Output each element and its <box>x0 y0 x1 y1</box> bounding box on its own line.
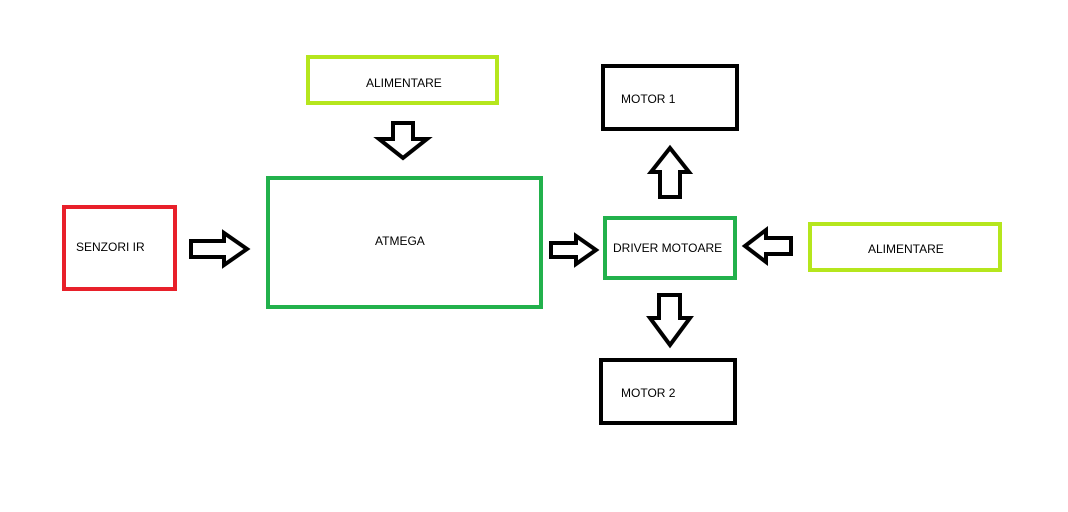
arrow-atmega-to-driver <box>549 232 600 268</box>
node-alimentare-right <box>808 222 1002 272</box>
arrow-alimentare-to-driver <box>741 225 793 267</box>
node-motor-1 <box>601 64 739 131</box>
node-alimentare-right-label: ALIMENTARE <box>868 242 944 256</box>
node-atmega-label: ATMEGA <box>375 234 425 248</box>
node-alimentare-top <box>306 55 499 105</box>
node-atmega <box>266 176 543 309</box>
node-motor-1-label: MOTOR 1 <box>621 92 676 106</box>
node-motor-2 <box>599 358 737 425</box>
arrow-driver-to-motor1 <box>646 144 694 199</box>
node-driver-motoare <box>603 216 737 280</box>
node-senzori-ir-label: SENZORI IR <box>76 240 145 254</box>
node-driver-motoare-label: DRIVER MOTOARE <box>613 241 723 255</box>
node-alimentare-top-label: ALIMENTARE <box>366 76 442 90</box>
arrow-senzori-to-atmega <box>189 229 251 269</box>
arrow-alimentare-to-atmega <box>373 121 433 161</box>
node-senzori-ir <box>62 205 177 291</box>
arrow-driver-to-motor2 <box>646 293 694 349</box>
node-motor-2-label: MOTOR 2 <box>621 386 676 400</box>
